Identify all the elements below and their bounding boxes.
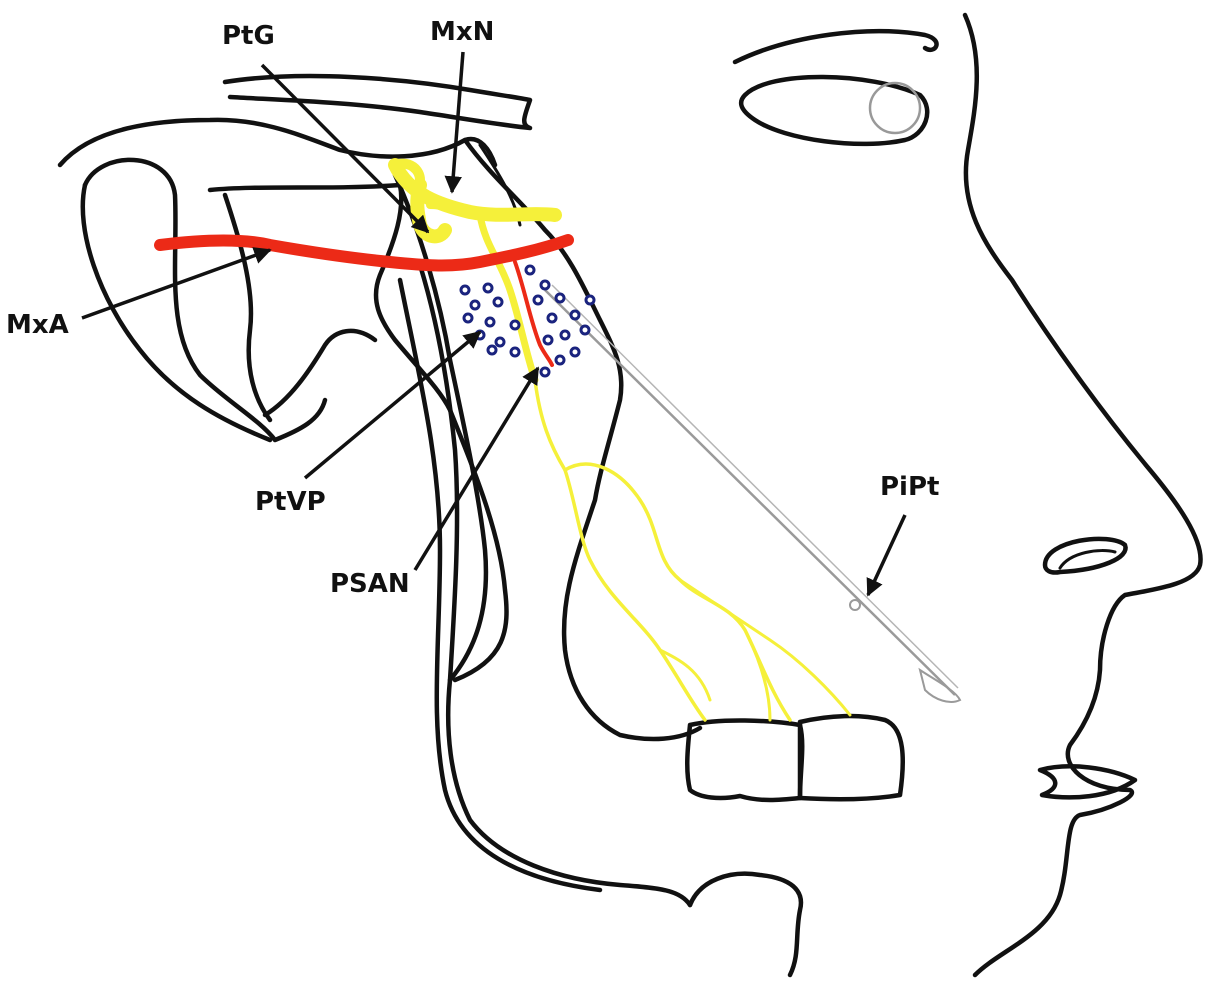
mandible-ramus xyxy=(417,262,693,908)
eyebrow xyxy=(732,28,939,65)
mxa-arrow xyxy=(81,247,272,320)
mandible-angle xyxy=(397,277,603,893)
label-ptvp: PtVP xyxy=(255,487,326,517)
mouth xyxy=(1037,764,1138,800)
label-psan: PSAN xyxy=(330,569,410,599)
pipt-arrow xyxy=(866,514,907,597)
zygomatic-arch xyxy=(222,73,533,131)
coronoid-inner xyxy=(222,192,273,423)
molar-1 xyxy=(685,718,805,803)
nostril xyxy=(1042,536,1128,575)
condyle-left xyxy=(82,157,328,443)
coronoid-process xyxy=(207,182,509,683)
maxillary-tuberosity xyxy=(462,137,703,742)
label-mxn: MxN xyxy=(430,17,494,47)
condyle-outer xyxy=(80,182,273,443)
psan-arrow xyxy=(413,366,540,571)
molar-2 xyxy=(797,713,905,802)
label-mxa: MxA xyxy=(6,310,69,340)
mxn-arrow xyxy=(444,51,465,194)
psa-artery-branch xyxy=(513,260,554,367)
lower-tooth xyxy=(687,871,804,978)
face-profile-outline xyxy=(962,12,1203,978)
posterior-superior-alveolar-nerve xyxy=(476,211,852,722)
iris xyxy=(868,81,922,135)
ptvp-arrow xyxy=(303,330,482,480)
ptg-arrow xyxy=(260,63,430,234)
eye xyxy=(738,74,930,147)
sigmoid-notch xyxy=(262,328,378,418)
label-pipt: PiPt xyxy=(880,472,939,502)
label-ptg: PtG xyxy=(222,21,275,51)
maxillary-artery xyxy=(154,234,574,272)
needle xyxy=(544,284,962,703)
nostril-inner xyxy=(1058,549,1117,570)
